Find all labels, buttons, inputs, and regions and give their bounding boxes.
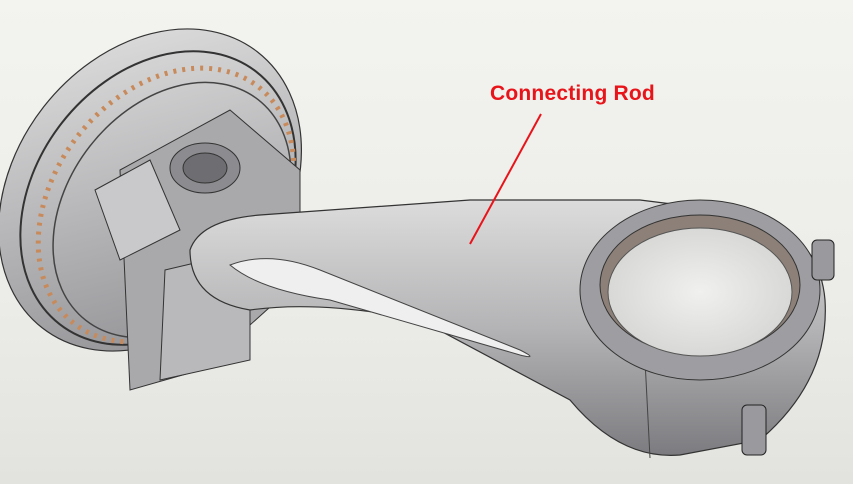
connecting-rod <box>189 199 835 459</box>
big-end-bearing <box>579 199 821 381</box>
rod-bolts <box>741 239 835 456</box>
piston <box>0 28 303 391</box>
callout-label-connecting-rod: Connecting Rod <box>490 82 655 105</box>
callout-leader-line <box>469 113 542 245</box>
